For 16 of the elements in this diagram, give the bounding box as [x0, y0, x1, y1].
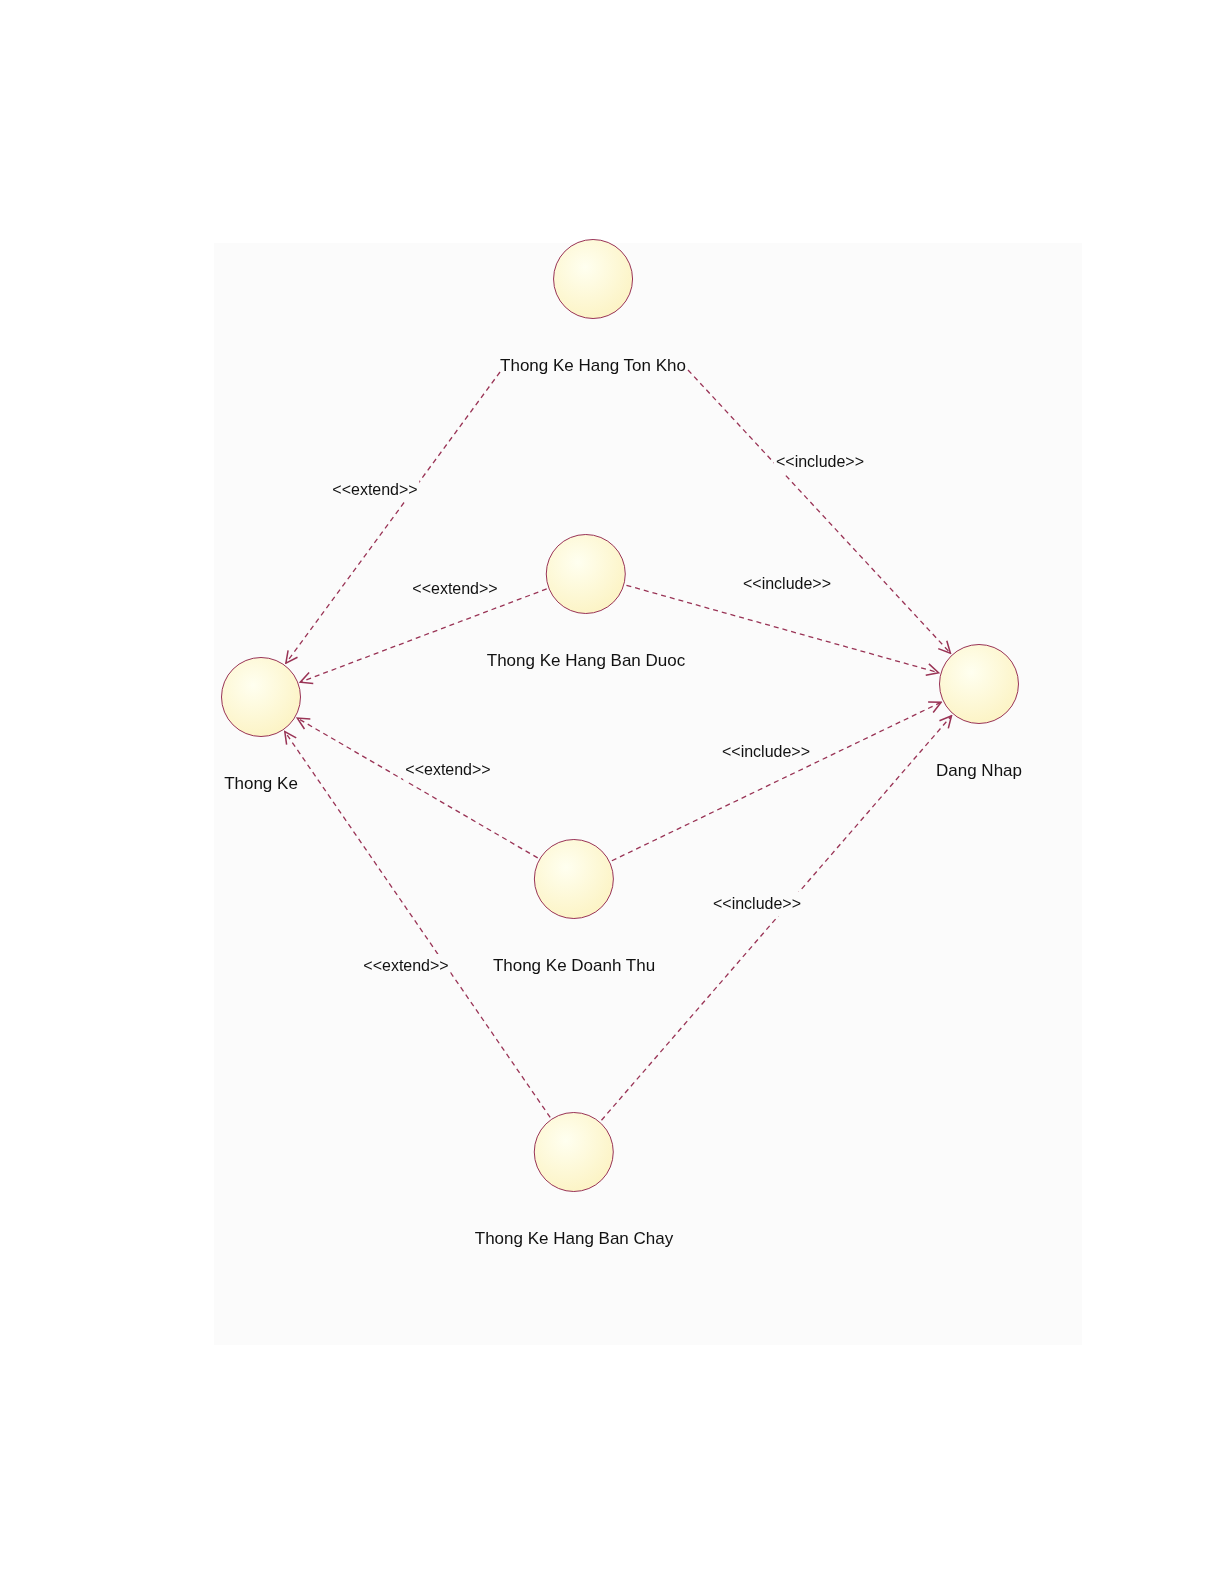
use-case-label: Thong Ke	[224, 773, 298, 795]
dashed-arrow	[687, 369, 952, 654]
dashed-arrow	[296, 717, 539, 859]
use-case-label: Thong Ke Doanh Thu	[492, 955, 656, 977]
dashed-arrow	[285, 371, 501, 664]
edge-label: <<include>>	[710, 892, 804, 916]
use-case-label: Thong Ke Hang Ban Chay	[474, 1228, 674, 1250]
dashed-arrow	[284, 730, 551, 1119]
use-case-label: Dang Nhap	[936, 760, 1022, 782]
dashed-arrow	[625, 584, 940, 676]
edge-label: <<extend>>	[330, 478, 420, 502]
dashed-arrow	[600, 715, 953, 1121]
dashed-arrow	[299, 588, 548, 685]
use-case-label: Thong Ke Hang Ban Duoc	[486, 650, 686, 672]
dashed-arrow	[611, 701, 942, 862]
use-case-label: Thong Ke Hang Ton Kho	[500, 355, 686, 377]
